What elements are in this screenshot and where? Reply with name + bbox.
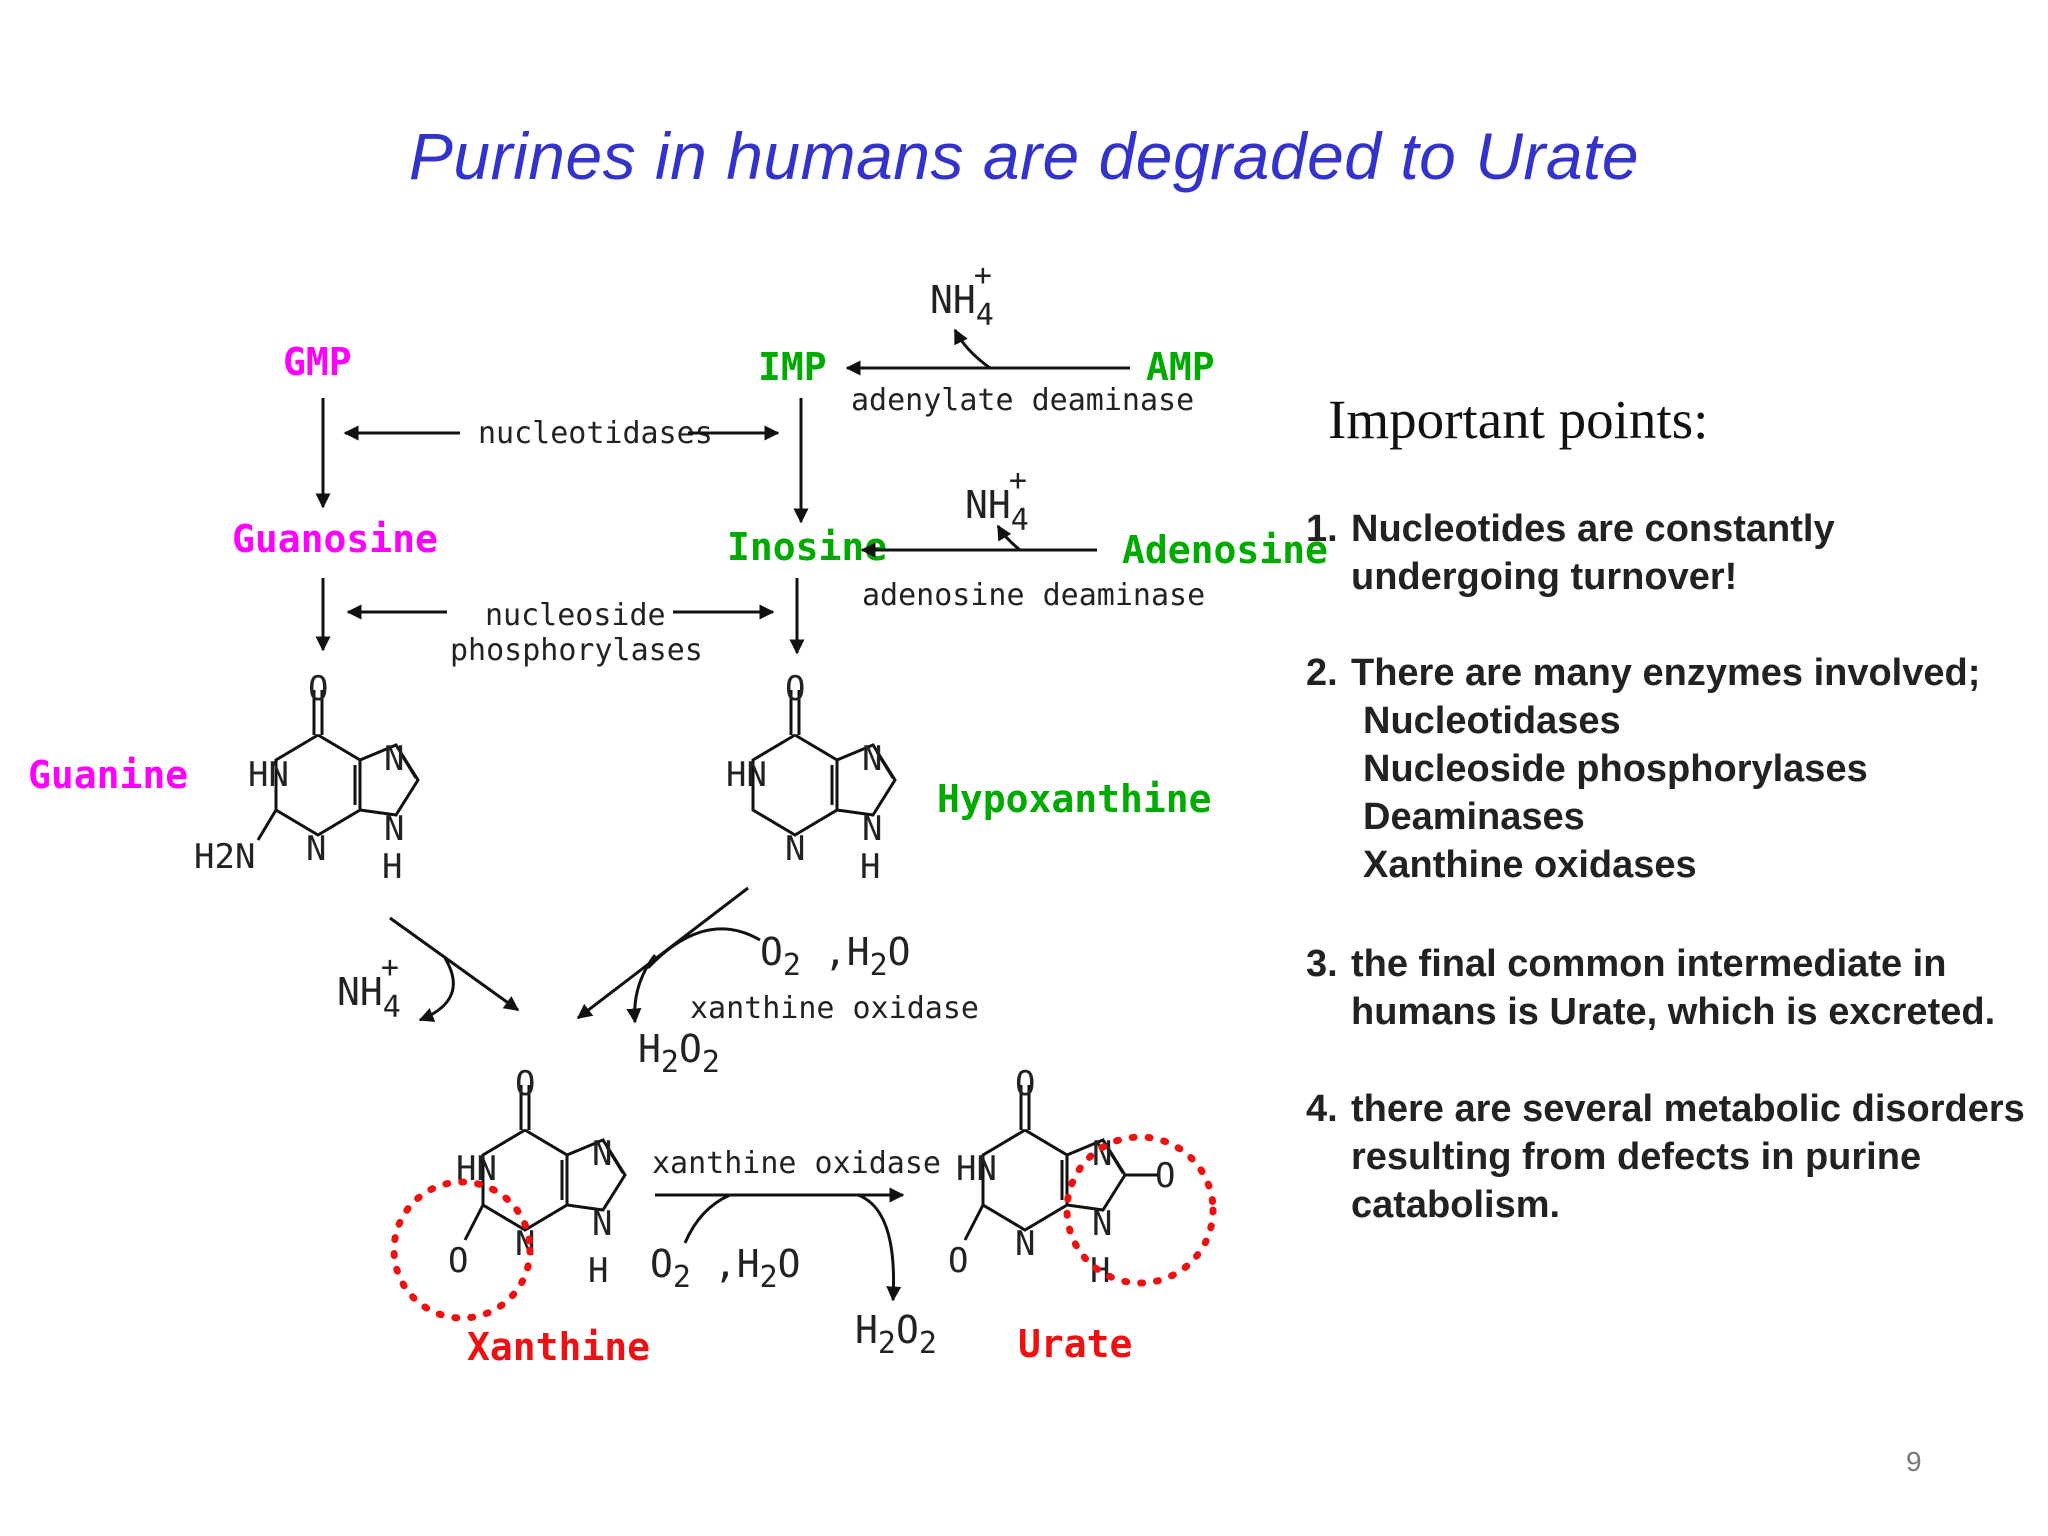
- urate-highlight-circle: [1063, 1133, 1217, 1287]
- xanthine-oxidase-label-upper: xanthine oxidase: [690, 991, 979, 1026]
- svg-text:N: N: [862, 809, 882, 849]
- adenosine-deaminase-label: adenosine deaminase: [862, 578, 1205, 613]
- o2-uptake-curve-2: [683, 1193, 731, 1244]
- guanine-structure: O HN N N H N H2N: [194, 669, 420, 887]
- svg-text:N: N: [384, 809, 404, 849]
- point-3: 3.the final common intermediate in human…: [1306, 943, 1996, 1033]
- adenylate-deaminase-label: adenylate deaminase: [851, 383, 1194, 418]
- point-4: 4.there are several metabolic disorders …: [1306, 1088, 2025, 1226]
- svg-text:O: O: [785, 669, 805, 709]
- slide-title: Purines in humans are degraded to Urate: [408, 119, 1640, 193]
- svg-text:N: N: [306, 829, 326, 869]
- nh4-amp: NH4+: [930, 258, 994, 333]
- nh4-adenosine: NH4+: [965, 463, 1029, 538]
- svg-text:H2N: H2N: [194, 837, 255, 877]
- nh4-release-amp-curve: [953, 328, 991, 370]
- gmp-label: GMP: [283, 340, 352, 384]
- svg-text:N: N: [384, 739, 404, 779]
- svg-text:N: N: [1092, 1204, 1112, 1244]
- h2o2-release-curve-2: [857, 1193, 902, 1302]
- enzyme-list-item: Deaminases: [1363, 796, 1585, 838]
- svg-text:HN: HN: [956, 1149, 997, 1189]
- h2o2-release-curve-1: [626, 954, 657, 1024]
- svg-text:H: H: [588, 1251, 608, 1291]
- page-number: 9: [1906, 1446, 1922, 1477]
- important-points-heading: Important points:: [1328, 389, 1709, 450]
- svg-text:N: N: [592, 1134, 612, 1174]
- guanosine-label: Guanosine: [232, 517, 438, 561]
- svg-text:N: N: [785, 829, 805, 869]
- svg-text:O: O: [448, 1241, 468, 1281]
- imp-label: IMP: [758, 345, 827, 389]
- xanthine-highlight-circle: [390, 1178, 534, 1322]
- nucleotidases-label: nucleotidases: [478, 416, 713, 451]
- h2o2-upper: H2O2: [638, 1027, 720, 1080]
- nh4-release-guanine-curve: [418, 957, 455, 1022]
- guanine-to-xanthine-arrow: [389, 916, 520, 1012]
- svg-text:N: N: [592, 1204, 612, 1244]
- svg-text:H: H: [860, 847, 880, 887]
- svg-text:N: N: [1092, 1134, 1112, 1174]
- svg-text:O: O: [515, 1064, 535, 1104]
- svg-text:H: H: [382, 847, 402, 887]
- nh4-release-adenosine-curve: [996, 524, 1021, 552]
- h2o2-lower: H2O2: [855, 1308, 937, 1361]
- svg-text:HN: HN: [726, 755, 767, 795]
- point-2: 2.There are many enzymes involved; Nucle…: [1306, 649, 1980, 889]
- svg-text:N: N: [1015, 1224, 1035, 1264]
- guanine-label: Guanine: [28, 753, 188, 797]
- hypoxanthine-structure: O HN N N H N: [726, 669, 897, 887]
- svg-text:O: O: [1015, 1064, 1035, 1104]
- xanthine-oxidase-label-lower: xanthine oxidase: [652, 1146, 941, 1181]
- xanthine-label: Xanthine: [467, 1325, 650, 1369]
- o2-h2o-upper: O2 ,H2O: [760, 930, 911, 983]
- svg-text:O: O: [1155, 1156, 1175, 1196]
- svg-text:O: O: [308, 669, 328, 709]
- urate-label: Urate: [1018, 1322, 1132, 1366]
- svg-text:N: N: [862, 739, 882, 779]
- svg-text:N: N: [515, 1224, 535, 1264]
- nucleoside-label: nucleoside: [485, 598, 666, 633]
- o2-h2o-lower: O2 ,H2O: [650, 1242, 801, 1295]
- inosine-label: Inosine: [727, 525, 887, 569]
- svg-text:HN: HN: [248, 755, 289, 795]
- point-1: 1.Nucleotides are constantly undergoing …: [1306, 508, 1835, 598]
- svg-text:O: O: [948, 1241, 968, 1281]
- urate-structure: O HN N N H N O O: [948, 1064, 1217, 1291]
- enzyme-list-item: Nucleoside phosphorylases: [1363, 748, 1868, 790]
- enzyme-list-item: Nucleotidases: [1363, 700, 1621, 742]
- xanthine-structure: O HN N N H N O: [390, 1064, 627, 1322]
- nh4-guanine: NH4+: [337, 950, 401, 1025]
- hypoxanthine-label: Hypoxanthine: [937, 777, 1212, 821]
- amp-label: AMP: [1146, 345, 1215, 389]
- adenosine-label: Adenosine: [1122, 528, 1328, 572]
- o2-uptake-curve: [646, 927, 761, 970]
- enzyme-list-item: Xanthine oxidases: [1363, 844, 1697, 886]
- phosphorylases-label: phosphorylases: [450, 633, 703, 668]
